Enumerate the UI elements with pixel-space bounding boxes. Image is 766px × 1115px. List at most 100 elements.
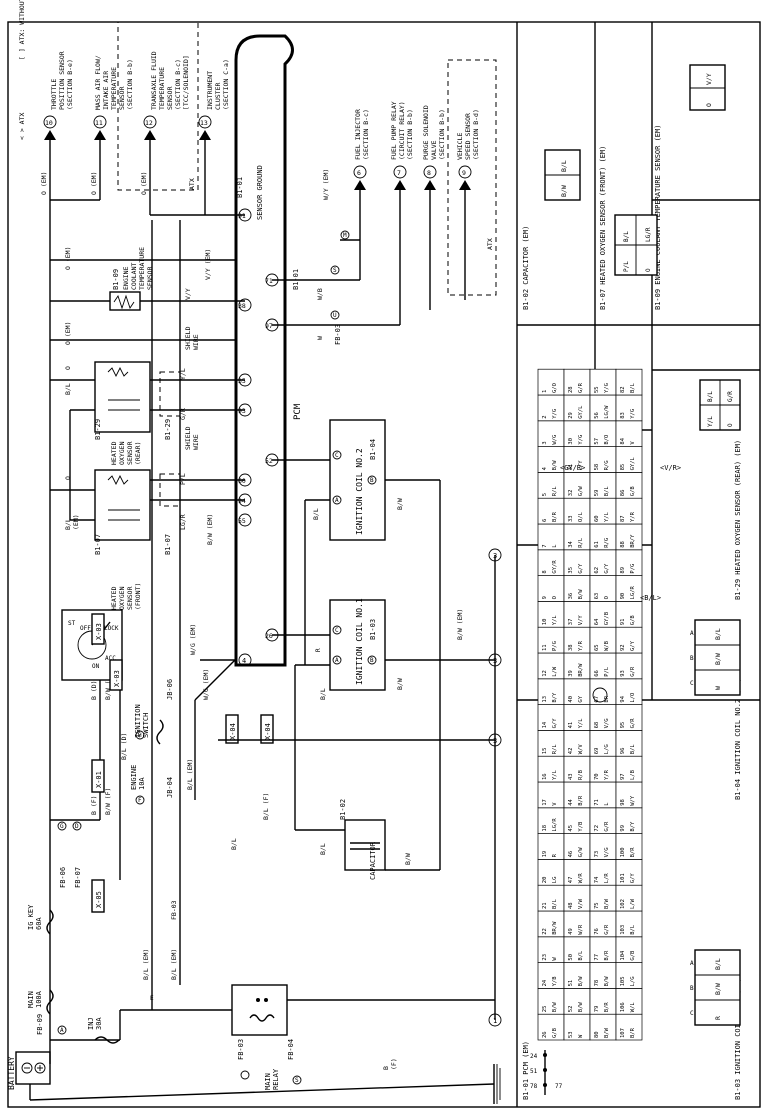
terminal-52: 52 <box>265 457 273 465</box>
pcm-pin-number: 88 <box>620 541 626 548</box>
wire-label-bw-1: B/W <box>396 678 404 690</box>
pcm-pin-cell <box>563 626 591 654</box>
coil1-pin-r: R <box>714 1016 722 1020</box>
pcm-pin-number: 17 <box>542 799 548 806</box>
hos-front-connector-icon <box>614 214 658 276</box>
pcm-pin-wire: R/G <box>604 538 610 548</box>
pcm-pin-cell <box>589 472 617 499</box>
pcm-pin-cell <box>589 394 617 422</box>
input-11-num: 11 <box>95 119 103 127</box>
pcm-pin-cell <box>589 755 617 783</box>
pcm-pin-wire: P/G <box>552 641 558 651</box>
wire-label-bw-2: B/W <box>396 498 404 510</box>
pcm-pin-cell <box>537 497 565 525</box>
coil2-term-c: C <box>335 452 339 459</box>
pcm-pin-cell <box>589 626 617 654</box>
pcm-pin-wire: L/W <box>552 666 558 677</box>
pcm-pin-number: 19 <box>542 851 548 858</box>
fb07-label: FB-07 <box>74 867 82 888</box>
svg-text:S: S <box>295 1077 299 1084</box>
pcm-pin-number: 52 <box>568 1006 574 1013</box>
wire-label-bw-em: B/W (EM) <box>456 609 464 640</box>
pcm-pin-number: 26 <box>542 1031 548 1038</box>
pcm-pin-number: 55 <box>594 386 600 393</box>
input-11-text-5: (SECTION B-b) <box>126 59 134 110</box>
pcm-pin-number: 37 <box>568 619 574 626</box>
pcm-pin-cell <box>537 859 565 886</box>
outer-frame <box>7 21 761 1108</box>
pcm-pin-number: 73 <box>594 851 600 858</box>
pcm-pin-number: 74 <box>594 876 600 883</box>
pcm-pin-number: 29 <box>568 412 574 419</box>
capacitor-connector-title: B1-02 CAPACITOR (EM) <box>522 226 530 310</box>
pcm-pin-number: 31 <box>568 464 574 471</box>
pcm-pin-cell <box>563 910 591 938</box>
wire-label-b: B <box>382 1066 390 1070</box>
coil1-label: IGNITION COIL NO.1 <box>355 598 364 685</box>
pcm-pin-number: 22 <box>542 928 548 935</box>
wire-label-f: (F) <box>390 1058 398 1070</box>
pcm-pin-number: 44 <box>568 798 574 805</box>
pcm-pin-wire: B/W <box>578 1002 584 1013</box>
pcm-pin-wire: GY/L <box>578 405 584 419</box>
pcm-pin-number: 82 <box>620 386 626 393</box>
output-7-text-3: (SECTION B-b) <box>406 109 414 160</box>
pcm-pin-wire: O <box>604 596 610 599</box>
pcm-pin-wire: B/R <box>604 950 610 961</box>
pcm-pin-cell <box>563 704 591 731</box>
pcm-pin-cell <box>589 884 617 912</box>
pcm-pin-number: 83 <box>620 412 626 419</box>
coil1-pin-bl: B/L <box>714 958 722 970</box>
pcm-pin-wire: BR/W <box>578 663 584 677</box>
pcm-pin-wire: G/R <box>630 666 636 677</box>
legend-abs: [ ] ATX: WITHOUT ABS <box>18 0 26 60</box>
pcm-pin-wire: W/B <box>604 640 610 651</box>
fuse-inj-amp: 30A <box>95 1017 103 1030</box>
pcm-pin-wire: W/R <box>578 873 584 884</box>
wire-label-bl-em-1: B/L (EM) <box>142 949 150 980</box>
ect-sensor-icon <box>109 291 141 311</box>
shield-wire-label-1: SHIELD <box>184 426 192 450</box>
pcm-pin-wire: LG/R <box>552 818 558 832</box>
fuse-inj-icon <box>94 1036 120 1044</box>
pcm-pin-number: 84 <box>620 437 626 444</box>
pcm-pin-cell <box>563 988 591 1015</box>
shield-wire-label-2: WIRE <box>192 434 200 450</box>
pcm-pin-wire: W <box>578 1034 584 1038</box>
pcm-pin-cell <box>589 601 617 628</box>
input-11-text-1: MASS AIR FLOW/ <box>94 55 102 110</box>
pcm-pin-wire: Y/R <box>578 640 584 651</box>
hos-rear-label-1: HEATED <box>110 441 118 465</box>
fb03-label-2: FB-03 <box>170 900 178 920</box>
pcm-pin-wire: BR/W <box>552 921 558 935</box>
pcm-pin-wire: G/R <box>630 718 636 729</box>
pcm-pin-number: 24 <box>542 979 548 986</box>
pcm-pin-cell <box>537 368 565 396</box>
switch-pos-st: ST <box>68 620 76 627</box>
svg-text:D: D <box>75 823 79 830</box>
pcm-pin-cell <box>537 988 565 1015</box>
arrow-8-icon <box>424 180 436 190</box>
wire-label-vy-em: V/Y (EM) <box>204 249 212 280</box>
pcm-pin-wire: R/B <box>578 769 584 780</box>
term-u: U <box>333 312 337 319</box>
pcm-pin-wire: BR/Y <box>630 534 636 548</box>
pcm-pin-wire: L/B <box>630 769 636 780</box>
pcm-pin-number: 7 <box>542 544 548 547</box>
coil2-connector-icon <box>694 619 741 696</box>
hos-rear-label-4: (REAR) <box>134 442 142 465</box>
input-12-text-2: TEMPERATURE <box>158 67 166 110</box>
wire-label-wb: W/B <box>316 288 324 300</box>
ect-label-3: TEMPERATURE <box>138 247 146 290</box>
coil1-letter-c: C <box>690 1010 694 1017</box>
pcm-pin-cell <box>563 368 591 396</box>
pcm-pin-wire: B/L <box>630 924 636 935</box>
wire-label-b-f: B (F) <box>90 795 98 815</box>
wire-label-o-em-5: O (EM) <box>140 172 148 195</box>
pcm-pin-wire: LG/W <box>604 405 610 419</box>
arrow-13-icon <box>199 130 211 140</box>
pcm-pin-wire: V/G <box>604 847 610 857</box>
pcm-pin-wire: B/Y <box>630 821 636 832</box>
